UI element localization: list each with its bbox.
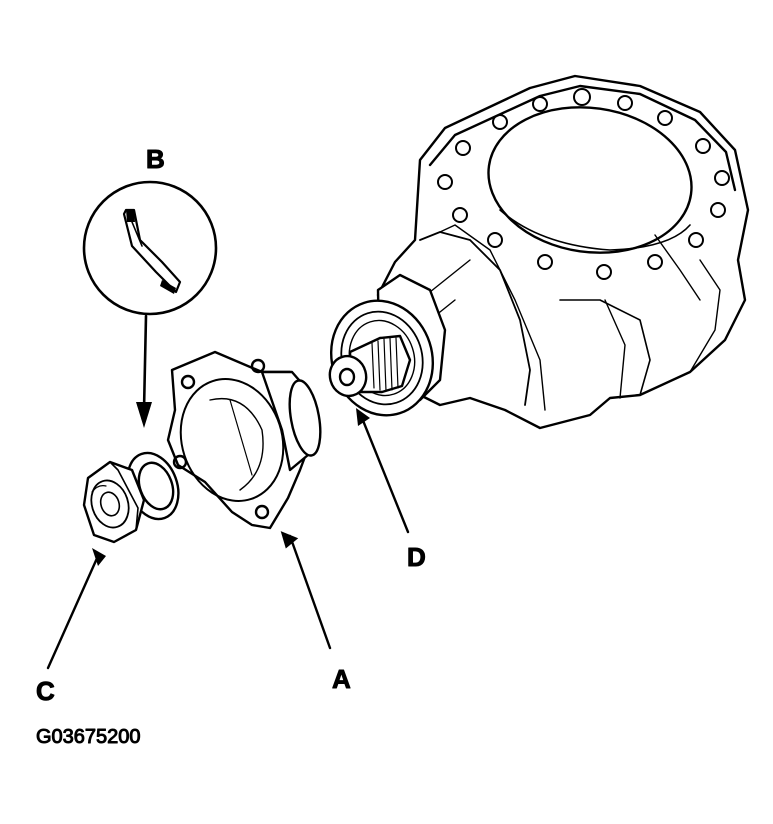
figure-id: G03675200 (36, 726, 141, 748)
callout-b: B (146, 144, 165, 174)
callout-a: A (332, 664, 351, 694)
companion-flange (166, 350, 322, 530)
output-shaft-seal (328, 299, 435, 417)
inset-arrow-head (136, 402, 152, 428)
callout-d: D (407, 542, 426, 572)
inset-arrow-shaft (142, 314, 148, 412)
locknut (82, 460, 146, 544)
staked-edge-detail (122, 208, 182, 294)
leader-lines (46, 408, 410, 670)
leader-d (356, 408, 410, 534)
leader-a (280, 531, 332, 650)
gear-housing (376, 74, 750, 430)
detail-inset (82, 180, 218, 428)
leader-c (46, 548, 106, 670)
callout-c: C (36, 676, 55, 706)
